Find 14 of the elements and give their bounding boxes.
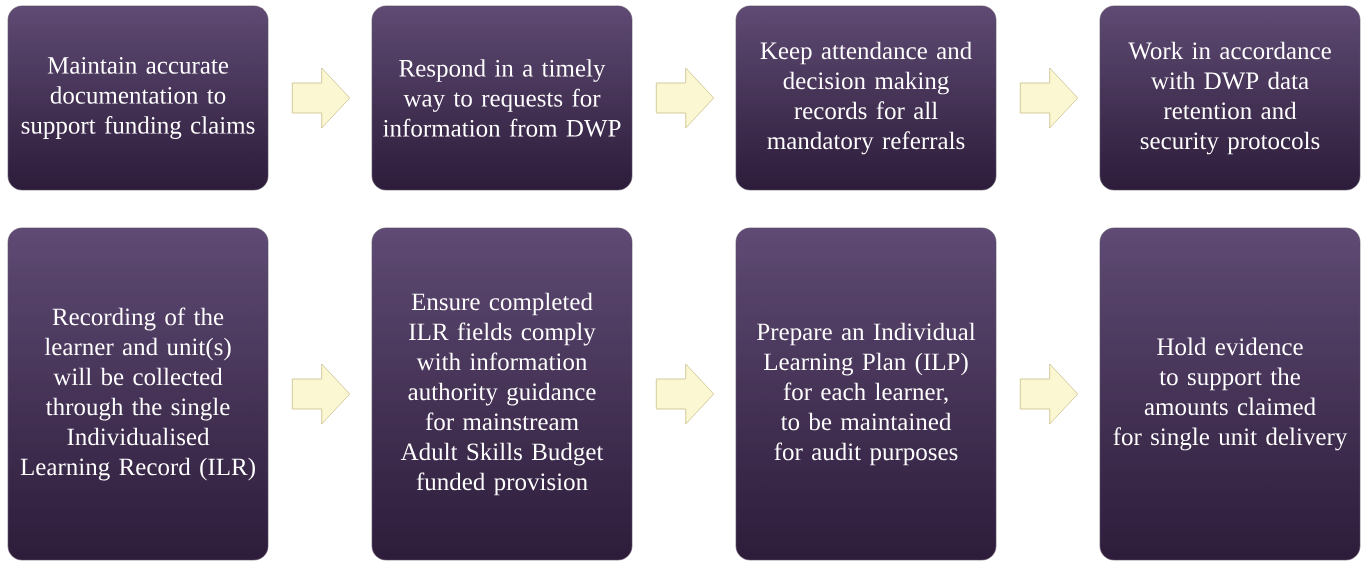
block-arrow — [655, 67, 715, 129]
block-arrow — [655, 363, 715, 425]
process-box: Recording of the learner and unit(s) will be collected through the single Individualised Learning Record (ILR) — [7, 227, 269, 561]
block-arrow — [291, 363, 351, 425]
block-arrow — [1019, 67, 1079, 129]
process-box: Keep attendance and decision making records for all mandatory referrals — [735, 5, 997, 191]
process-box: Hold evidence to support the amounts claimed for single unit delivery — [1099, 227, 1361, 561]
process-box: Prepare an Individual Learning Plan (ILP) for each learner, to be maintained for audit purposes — [735, 227, 997, 561]
process-box: Maintain accurate documentation to support funding claims — [7, 5, 269, 191]
block-arrow — [1019, 363, 1079, 425]
process-box: Ensure completed ILR fields comply with information authority guidance for mainstream Adult Skills Budget funded provision — [371, 227, 633, 561]
process-box: Work in accordance with DWP data retention and security protocols — [1099, 5, 1361, 191]
block-arrow — [291, 67, 351, 129]
process-box: Respond in a timely way to requests for information from DWP — [371, 5, 633, 191]
